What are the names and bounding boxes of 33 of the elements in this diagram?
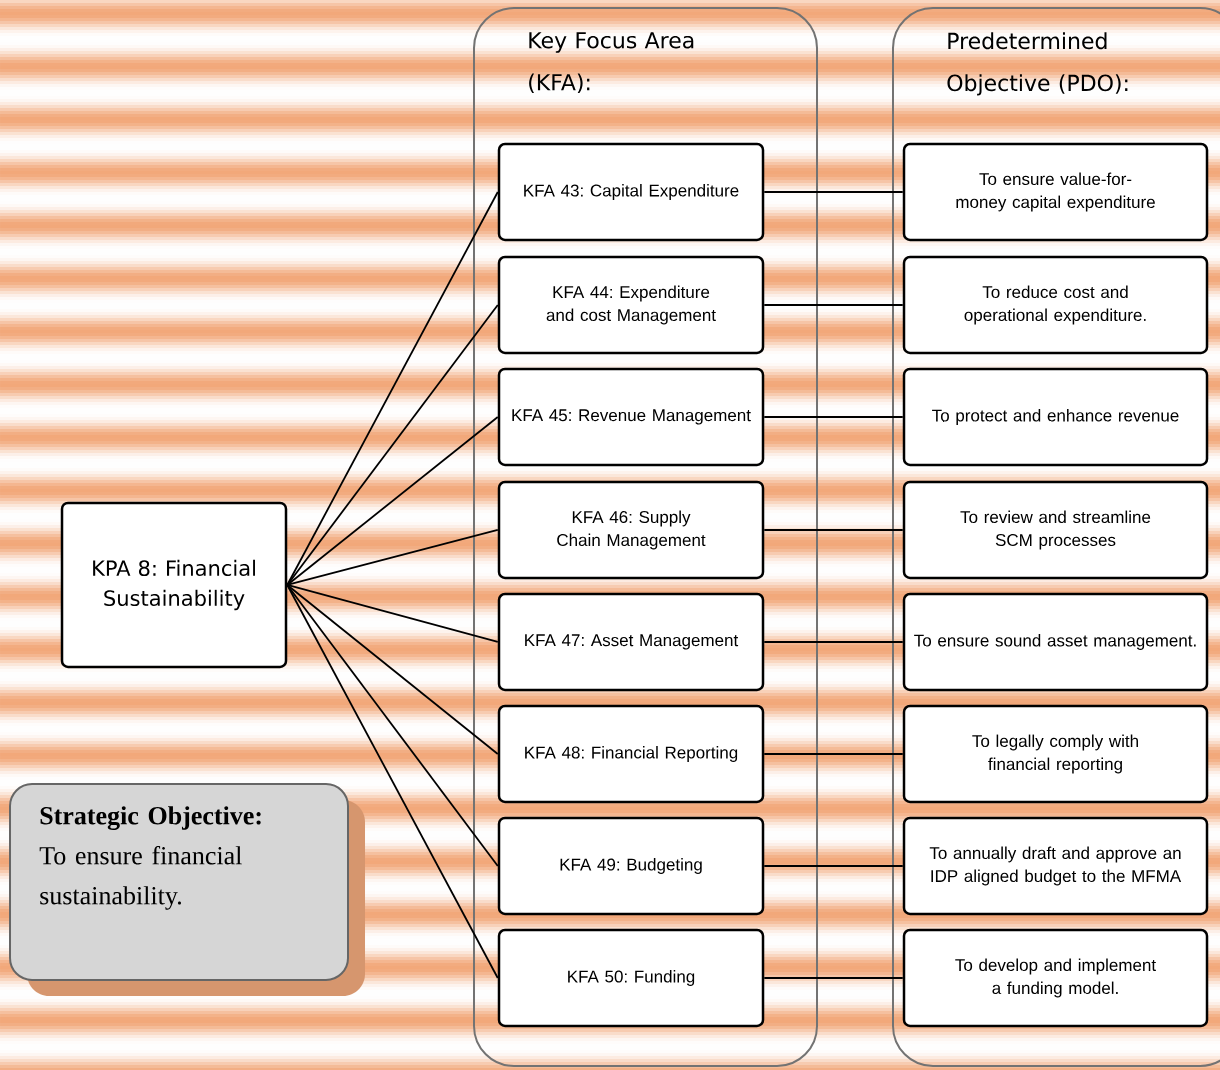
connector-line: [763, 641, 904, 643]
connector-line: [286, 584, 499, 979]
note-box: Strategic Objective: To ensure financial sustainability.: [9, 783, 365, 996]
connector-line: [286, 584, 499, 643]
connector-line: [286, 304, 499, 586]
connector-line: [286, 529, 499, 586]
connector-line: [763, 865, 904, 867]
connector-line: [286, 191, 499, 586]
text-box: To legally comply with financial reporting: [902, 704, 1209, 804]
text-box: To develop and implement a funding model.: [902, 928, 1209, 1028]
text-box: KFA 43: Capital Expenditure: [497, 142, 765, 242]
connector-line: [286, 416, 499, 586]
text-box: KFA 49: Budgeting: [497, 816, 765, 916]
text-box: KFA 44: Expenditure and cost Management: [497, 255, 765, 355]
text-box: To reduce cost and operational expenditure.: [902, 255, 1209, 355]
text-box: To ensure value-for-money capital expenditure: [902, 142, 1209, 242]
text-box: To protect and enhance revenue: [902, 367, 1209, 467]
connector-line: [763, 416, 904, 418]
connector-line: [763, 191, 904, 193]
text-box: To annually draft and approve an IDP aligned budget to the MFMA: [902, 816, 1209, 916]
text-box: KFA 46: Supply Chain Management: [497, 480, 765, 580]
connector-line: [763, 753, 904, 755]
connector-line: [763, 977, 904, 979]
connector-line: [286, 584, 499, 755]
text-box: KFA 50: Funding: [497, 928, 765, 1028]
text-box: KFA 48: Financial Reporting: [497, 704, 765, 804]
text-box: KPA 8: Financial Sustainability: [60, 501, 288, 669]
connector-line: [763, 304, 904, 306]
connector-line: [763, 529, 904, 531]
text-box: To review and streamline SCM processes: [902, 480, 1209, 580]
text-box: To ensure sound asset management.: [902, 592, 1209, 692]
text-box: KFA 47: Asset Management: [497, 592, 765, 692]
text-box: KFA 45: Revenue Management: [497, 367, 765, 467]
